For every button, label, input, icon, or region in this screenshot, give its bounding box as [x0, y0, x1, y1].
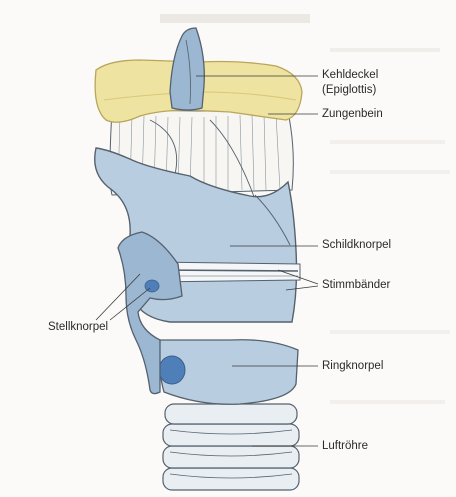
label-stellknorpel: Stellknorpel — [48, 320, 108, 334]
label-luftroehre: Luftröhre — [322, 439, 368, 453]
label-kehldeckel: Kehldeckel — [322, 68, 378, 82]
label-ringknorpel: Ringknorpel — [322, 359, 383, 373]
label-schildknorpel: Schildknorpel — [322, 238, 391, 252]
epiglottis — [170, 28, 204, 110]
cricoid-cartilage — [159, 340, 298, 405]
label-stimmbaender: Stimmbänder — [322, 278, 390, 292]
label-zungenbein: Zungenbein — [322, 107, 383, 121]
trachea — [163, 404, 299, 490]
label-epiglottis: (Epiglottis) — [322, 83, 376, 97]
